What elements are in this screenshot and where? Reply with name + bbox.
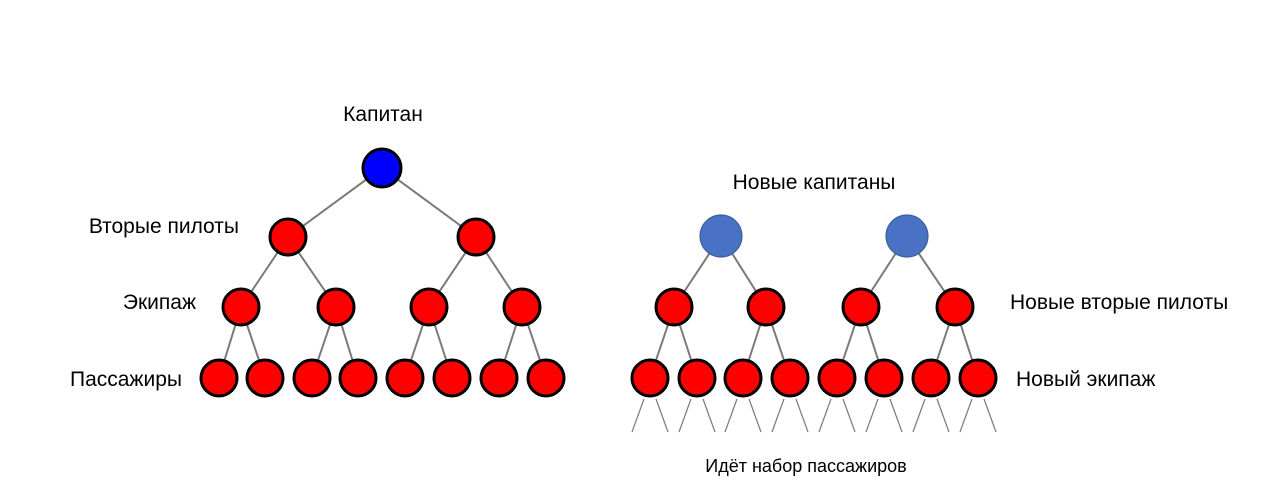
passenger-node [199,358,239,398]
tree-edge [297,251,327,293]
tree-edge [841,323,857,362]
open-slot-line [655,398,669,433]
new-copilot-node [935,287,975,327]
passenger-node [292,358,332,398]
tree-edge [409,323,425,362]
passenger-node [245,358,285,398]
copilot-node [456,217,496,257]
tree-edge [438,251,467,293]
new-crew-node [677,358,717,398]
crew-node [502,287,542,327]
label-recruiting: Идёт набор пассажиров [705,456,906,476]
new-crew-node [958,358,998,398]
tree-edge [869,253,897,293]
open-slots-layer [631,398,997,433]
open-slot-line [678,398,692,433]
label-new-crew: Новый экипаж [1016,368,1155,391]
open-slot-line [865,398,879,433]
open-slot-line [959,398,973,433]
open-slot-line [842,398,856,433]
tree-edge [250,251,279,293]
new-crew-node [630,358,670,398]
label-new-copilots: Новые вторые пилоты [1010,291,1228,314]
tree-edge [223,323,237,362]
crew-node [316,287,356,327]
crew-node [409,287,449,327]
open-slot-line [748,398,762,433]
tree-edge [731,253,758,293]
open-slot-line [795,398,809,433]
open-slot-line [936,398,950,433]
new-captain-node [885,214,929,258]
tree-edge [678,323,693,362]
tree-edge [654,323,670,362]
tree-edge [526,323,542,362]
tree-edge [917,252,946,293]
open-slot-line [771,398,785,433]
edges-layer [223,178,974,362]
open-slot-line [702,398,716,433]
new-crew-node [723,358,763,398]
new-crew-node [864,358,904,398]
tree-edge [433,323,448,362]
tree-edge [865,323,880,362]
tree-edge [770,323,786,362]
tree-edge [485,251,513,293]
open-slot-line [889,398,903,433]
new-crew-node [911,358,951,398]
open-slot-line [724,398,738,433]
label-crew: Экипаж [123,291,196,314]
captain-node [361,147,403,189]
passenger-node [385,358,425,398]
tree-edge [396,178,463,228]
new-copilot-node [746,287,786,327]
open-slot-line [631,398,645,433]
tree-edge [340,323,354,362]
tree-edge [301,178,368,228]
passenger-node [526,358,566,398]
tree-edge [935,323,951,362]
crew-node [221,287,261,327]
nodes-layer [199,147,998,398]
tree-edge [503,323,518,362]
new-crew-node [770,358,810,398]
open-slot-line [818,398,832,433]
passenger-node [338,358,378,398]
tree-edge [683,252,711,293]
label-copilots: Вторые пилоты [89,215,239,238]
label-new-captains: Новые капитаны [733,171,896,194]
open-slot-line [912,398,926,433]
label-captain: Капитан [343,103,423,126]
tree-edge [747,323,762,362]
open-slot-line [983,398,997,433]
new-copilot-node [654,287,694,327]
tree-edge [245,323,261,362]
tree-edge [959,323,974,362]
passenger-node [479,358,519,398]
tree-edge [316,323,332,362]
new-captain-node [699,214,743,258]
new-crew-node [817,358,857,398]
new-copilot-node [841,287,881,327]
label-passengers: Пассажиры [70,368,182,391]
passenger-node [432,358,472,398]
copilot-node [268,217,308,257]
